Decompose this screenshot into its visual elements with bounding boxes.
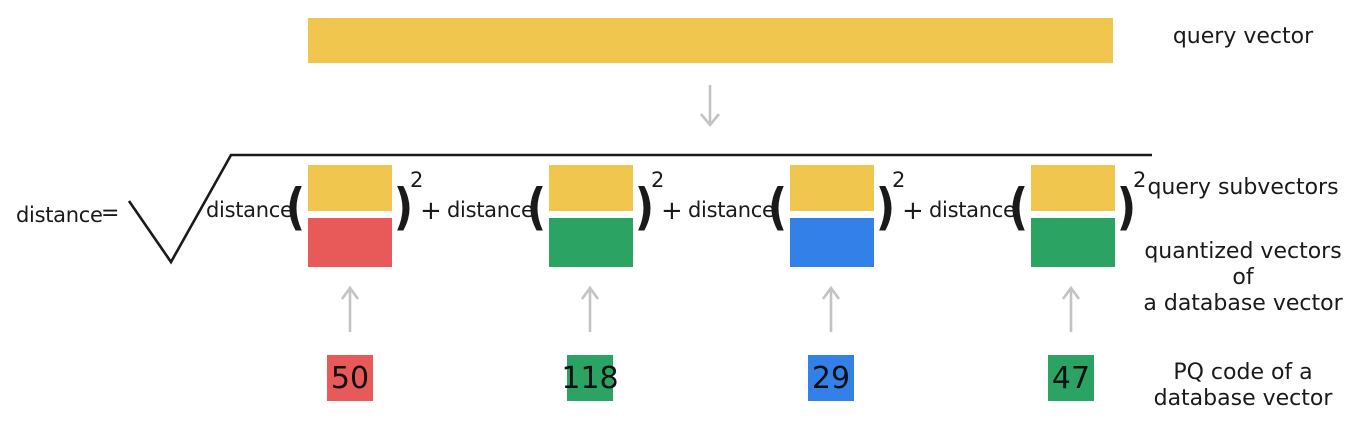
- open-paren: (: [526, 178, 547, 236]
- query-subvector-rect: [1031, 165, 1115, 211]
- quantized-vector-rect: [308, 218, 392, 267]
- query-subvector-rect: [308, 165, 392, 211]
- quantized-vector-rect: [549, 218, 633, 267]
- formula-term-1: distance ( ) 2: [206, 150, 438, 280]
- distance-function-label: distance: [688, 198, 775, 222]
- up-arrow-icon: [340, 285, 360, 332]
- pq-code-box: 118: [561, 355, 619, 401]
- up-arrow-icon: [821, 285, 841, 332]
- exponent: 2: [892, 168, 906, 192]
- query-vector-bar: [308, 18, 1113, 63]
- distance-function-label: distance: [206, 198, 293, 222]
- close-paren: ): [393, 178, 414, 236]
- quantized-vectors-label: quantized vectors of a database vector: [1136, 239, 1350, 317]
- label-line: database vector: [1153, 386, 1333, 411]
- exponent: 2: [651, 168, 665, 192]
- query-vector-label: query vector: [1172, 24, 1314, 49]
- label-line: quantized vectors of: [1144, 239, 1342, 290]
- formula-term-2: distance ( ) 2: [447, 150, 679, 280]
- quantized-vector-rect: [1031, 218, 1115, 267]
- pq-code-value: 50: [330, 360, 370, 396]
- pq-code-value: 47: [1051, 360, 1091, 396]
- formula-term-4: distance ( ) 2: [929, 150, 1161, 280]
- pq-code-box: 47: [1048, 355, 1094, 401]
- close-paren: ): [634, 178, 655, 236]
- pq-code-value: 118: [561, 360, 619, 396]
- label-line: a database vector: [1143, 291, 1343, 316]
- label-line: PQ code of a: [1173, 360, 1313, 385]
- pq-code-box: 29: [808, 355, 854, 401]
- close-paren: ): [875, 178, 896, 236]
- exponent: 2: [1133, 168, 1147, 192]
- distance-function-label: distance: [447, 198, 534, 222]
- pq-code-label: PQ code of a database vector: [1136, 360, 1350, 412]
- pq-code-box: 50: [327, 355, 373, 401]
- close-paren: ): [1116, 178, 1137, 236]
- query-subvector-rect: [549, 165, 633, 211]
- equals-sign: =: [101, 201, 120, 226]
- pq-code-value: 29: [811, 360, 851, 396]
- plus-sign: +: [661, 196, 683, 226]
- up-arrow-icon: [1061, 285, 1081, 332]
- query-subvector-rect: [790, 165, 874, 211]
- plus-sign: +: [420, 196, 442, 226]
- open-paren: (: [767, 178, 788, 236]
- open-paren: (: [1008, 178, 1029, 236]
- distance-lhs-label: distance: [16, 203, 103, 227]
- formula-term-3: distance ( ) 2: [688, 150, 920, 280]
- distance-function-label: distance: [929, 198, 1016, 222]
- query-subvectors-label: query subvectors: [1147, 175, 1339, 200]
- down-arrow-icon: [699, 85, 721, 128]
- up-arrow-icon: [580, 285, 600, 332]
- quantized-vector-rect: [790, 218, 874, 267]
- plus-sign: +: [902, 196, 924, 226]
- open-paren: (: [285, 178, 306, 236]
- exponent: 2: [410, 168, 424, 192]
